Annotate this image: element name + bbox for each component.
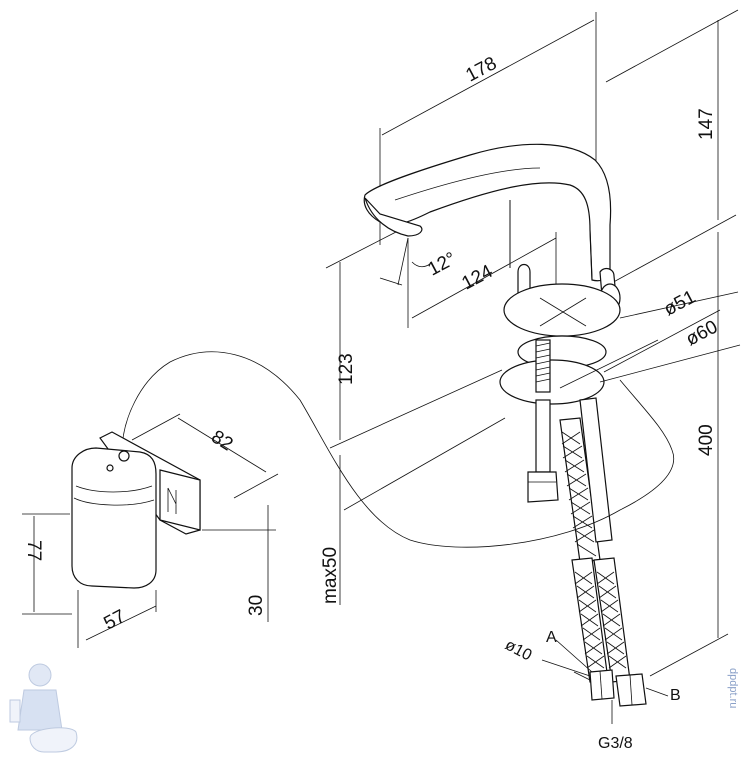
dim-123-lines: [325, 231, 503, 449]
label-b: B: [670, 687, 681, 704]
plumber-logo: [9, 663, 78, 753]
dim-max50-lines: [339, 417, 506, 605]
dim-60: ø60: [682, 316, 721, 350]
sensor-cable: [121, 351, 674, 548]
control-box: [71, 431, 201, 589]
dim-77-lines: [22, 513, 72, 615]
dim-g38: G3/8: [598, 735, 633, 752]
dim-max50: max50: [320, 547, 341, 604]
dim-400-lines: [649, 232, 729, 677]
watermark-text: dpdpt.ru: [727, 668, 739, 708]
base-flange: [499, 283, 621, 503]
dim-147: 147: [696, 108, 717, 140]
dim-178: 178: [462, 53, 500, 86]
dim-57-lines: [77, 590, 157, 648]
hose-callouts: [541, 639, 669, 724]
braid-pattern: [561, 431, 627, 669]
dim-hose-10: ø10: [502, 637, 534, 665]
dim-12-angle: [379, 237, 431, 286]
dim-30: 30: [246, 595, 267, 616]
dim-400: 400: [696, 424, 717, 456]
dim-123: 123: [336, 353, 357, 385]
dim-30-lines: [202, 505, 276, 622]
braided-hoses: [559, 397, 647, 707]
label-a: A: [546, 629, 557, 646]
dim-57: 57: [100, 606, 129, 634]
dim-147-lines: [605, 9, 739, 286]
dim-82-lines: [131, 413, 279, 499]
dim-12: 12°: [424, 248, 459, 280]
dim-51: ø51: [660, 286, 699, 320]
dim-77: 77: [23, 540, 44, 561]
